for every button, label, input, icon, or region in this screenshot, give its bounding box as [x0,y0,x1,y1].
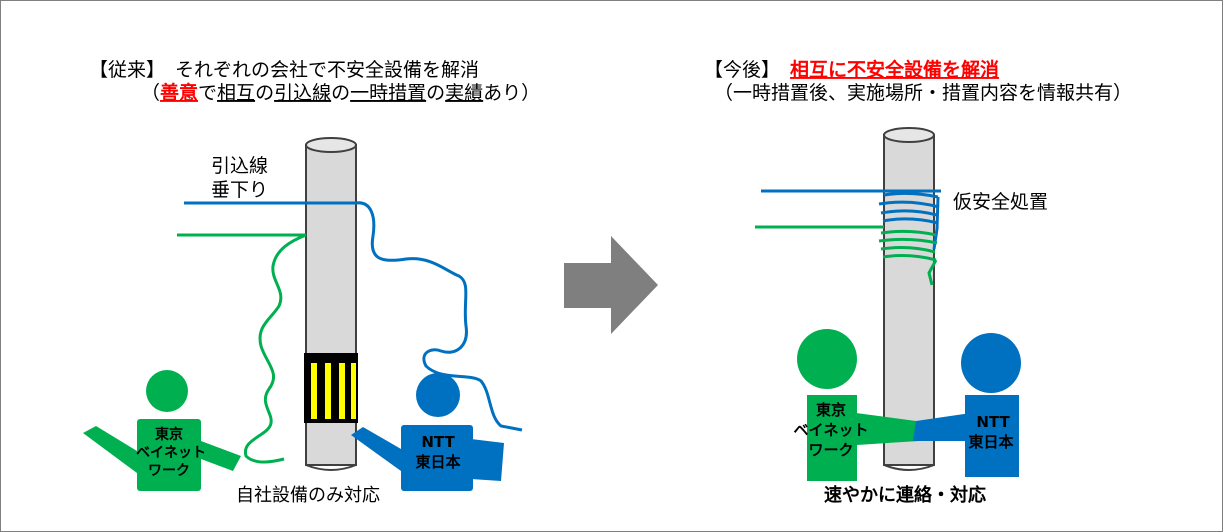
right-title: 【今後】相互に不安全設備を解消 [704,58,999,81]
ntt-worker-right: NTT 東日本 [913,333,1021,477]
right-green-wire-coiled [755,225,938,286]
ntt-worker-left: NTT 東日本 [351,373,504,491]
safety-band [304,353,358,423]
right-subtitle: （一時措置後、実施場所・措置内容を情報共有） [714,82,1132,104]
ntt-label-1-right: NTT [976,413,1010,431]
left-title: 【従来】それぞれの会社で不安全設備を解消 [89,59,479,81]
right-blue-wire-coiled [761,189,941,250]
temporary-safety-label: 仮安全処置 [953,191,1048,213]
left-caption: 自社設備のみ対応 [236,485,380,506]
left-subtitle: （善意で相互の引込線の一時措置の実績あり） [141,81,540,104]
right-caption: 速やかに連絡・対応 [824,484,986,506]
ntt-label-1-left: NTT [421,433,455,451]
tokyo-label-1-right: 東京 [816,401,846,419]
tokyo-label-2-right: ベイネット [793,421,868,439]
tokyo-label-2-left: ベイネット [136,445,206,461]
wire-label-line2: 垂下り [211,179,268,201]
tokyo-label-3-right: ワーク [808,441,853,459]
left-blue-wire [184,201,523,432]
transition-arrow [564,236,658,334]
wire-label-line1: 引込線 [211,155,268,177]
left-green-wire [177,233,307,464]
tokyo-baynet-worker-right: 東京 ベイネット ワーク [793,329,919,481]
ntt-label-2-left: 東日本 [415,453,460,471]
tokyo-label-1-left: 東京 [155,426,183,443]
tokyo-label-3-left: ワーク [148,463,190,479]
tokyo-baynet-worker-left: 東京 ベイネット ワーク [83,370,241,491]
ntt-label-2-right: 東日本 [968,433,1013,451]
